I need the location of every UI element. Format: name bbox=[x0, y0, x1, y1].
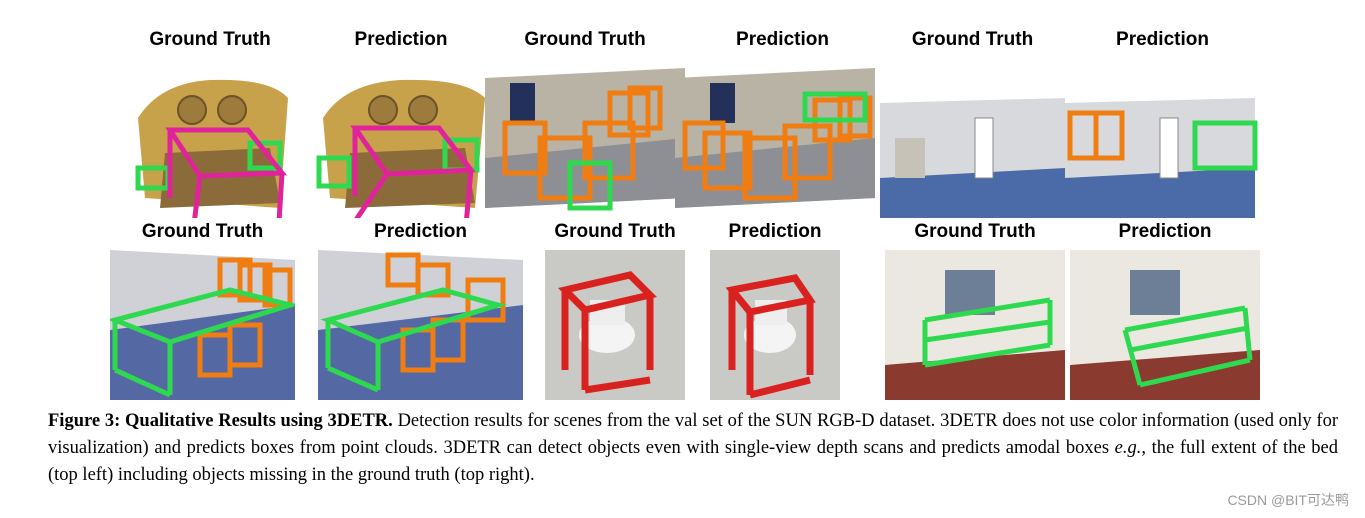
watermark: CSDN @BIT可达鸭 bbox=[1227, 492, 1349, 508]
panel-title: Ground Truth bbox=[914, 221, 1036, 242]
caption-lead: Figure 3: Qualitative Results using 3DET… bbox=[48, 411, 393, 431]
panel-title: Prediction bbox=[354, 29, 448, 50]
scene-toilet-image bbox=[710, 250, 840, 400]
panel-bedroom-prediction: Prediction bbox=[315, 28, 487, 218]
panel-title: Prediction bbox=[1118, 221, 1212, 242]
panel-study-hall-ground-truth: Ground Truth bbox=[110, 220, 295, 400]
scene-office-image bbox=[1060, 58, 1265, 218]
scene-classroom-image bbox=[675, 58, 890, 218]
panel-hallway-prediction: Prediction bbox=[1070, 220, 1260, 400]
panel-title: Ground Truth bbox=[911, 29, 1034, 50]
caption-body-part-1: Detection results for scenes from the va… bbox=[48, 411, 1339, 458]
panel-title: Ground Truth bbox=[554, 221, 676, 242]
scene-study-hall-image bbox=[110, 250, 295, 400]
panel-title: Prediction bbox=[736, 29, 829, 50]
scene-hallway-image bbox=[1070, 250, 1260, 400]
caption-eg: e.g. bbox=[1114, 438, 1142, 458]
panel-title: Prediction bbox=[728, 221, 822, 242]
panel-classroom-prediction: Prediction bbox=[675, 28, 890, 218]
panel-office-prediction: Prediction bbox=[1060, 28, 1265, 218]
panel-title: Ground Truth bbox=[149, 29, 271, 50]
scene-hallway-image bbox=[885, 250, 1065, 400]
scene-toilet-image bbox=[545, 250, 685, 400]
panel-bedroom-ground-truth: Ground Truth bbox=[130, 28, 290, 218]
scene-study-hall-image bbox=[318, 250, 523, 400]
panel-title: Prediction bbox=[1116, 29, 1209, 50]
figure-caption: Figure 3: Qualitative Results using 3DET… bbox=[48, 408, 1338, 489]
scene-bedroom-image bbox=[130, 58, 290, 218]
scene-office-image bbox=[875, 58, 1070, 218]
scene-classroom-image bbox=[485, 58, 685, 218]
panel-toilet-ground-truth: Ground Truth bbox=[545, 220, 685, 400]
caption-body-part-2: , the full extent of the bed (top left) … bbox=[48, 438, 1339, 485]
panel-title: Ground Truth bbox=[141, 221, 264, 242]
panel-hallway-ground-truth: Ground Truth bbox=[885, 220, 1065, 400]
panel-office-ground-truth: Ground Truth bbox=[875, 28, 1070, 218]
panel-toilet-prediction: Prediction bbox=[710, 220, 840, 400]
panel-study-hall-prediction: Prediction bbox=[318, 220, 523, 400]
panel-title: Prediction bbox=[374, 221, 467, 242]
scene-bedroom-image bbox=[315, 58, 487, 218]
panel-classroom-ground-truth: Ground Truth bbox=[485, 28, 685, 218]
panel-title: Ground Truth bbox=[524, 29, 646, 50]
